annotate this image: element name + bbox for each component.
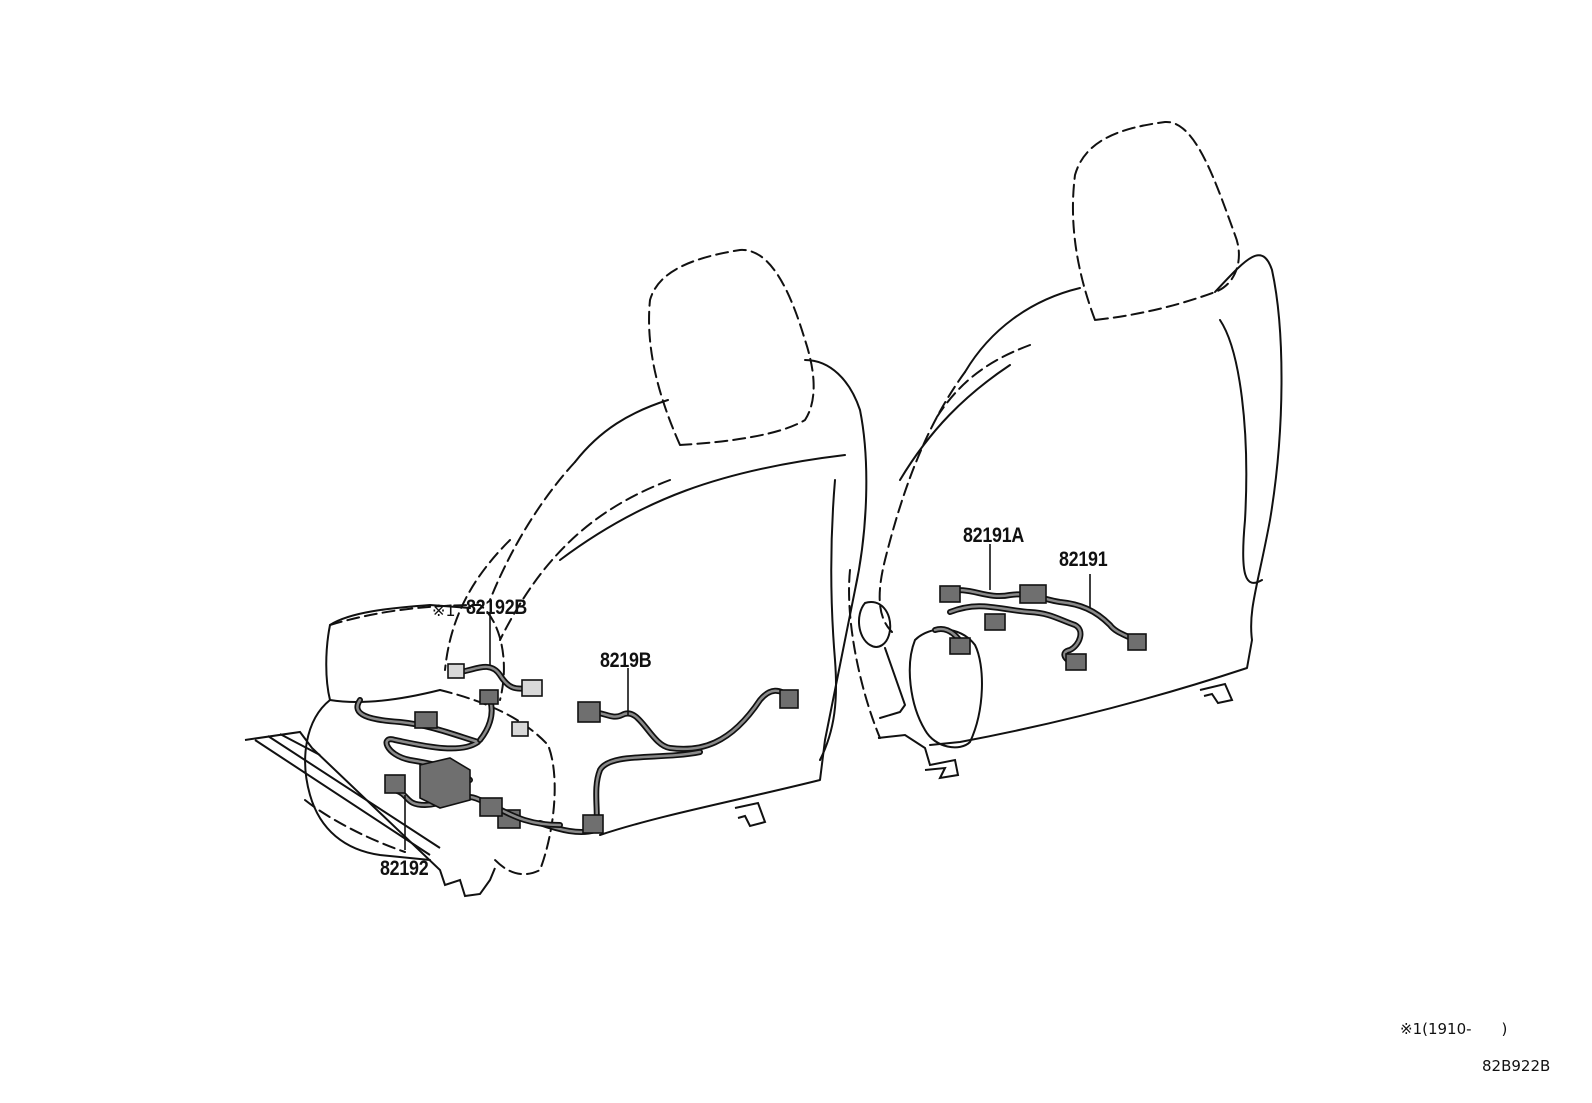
connector-82192-right [479, 797, 503, 817]
left-seat-rail-dash [304, 799, 406, 853]
left-seat-back-front [444, 461, 671, 671]
connector-82191-junction [1019, 584, 1047, 604]
connector-82192-left [384, 774, 406, 794]
left-seat-rail-front [244, 730, 496, 898]
right-seat-base-edge [848, 569, 881, 739]
right-seat-back-rear [878, 344, 1031, 633]
right-seat-back-inner [899, 319, 1263, 584]
label-8219B[interactable]: 8219B [600, 649, 652, 672]
harness-82192B [447, 663, 543, 743]
footnote: ※1(1910- ) [1400, 1020, 1508, 1038]
connector-82191-d [1065, 653, 1087, 671]
left-seat-back [574, 359, 868, 836]
connector-82192B-b [521, 679, 543, 697]
right-seat-back [929, 254, 1283, 746]
figure-code: 82B922B [1482, 1057, 1551, 1075]
left-seat-cushion-side [304, 699, 431, 861]
right-seat-foot [1199, 682, 1234, 705]
left-seat-back-inner [559, 454, 846, 761]
right-seat [848, 120, 1283, 780]
connector-8219B-right [779, 689, 799, 709]
label-82192B[interactable]: 82192B [466, 596, 528, 619]
control-module-82192 [419, 757, 471, 809]
right-seat-bolster [908, 628, 983, 749]
right-seat-headrest [1071, 120, 1240, 321]
harness-82191 [932, 584, 1147, 671]
right-seat-rail [877, 733, 960, 780]
connector-82192-top [414, 711, 438, 729]
left-seat-cushion-dash [329, 604, 556, 876]
connector-82191-c [949, 637, 971, 655]
connector-82191A-a [939, 585, 961, 603]
note-marker: ※1 [432, 601, 456, 620]
label-82192[interactable]: 82192 [380, 857, 429, 880]
left-seat [244, 248, 868, 898]
connector-82191-b [984, 613, 1006, 631]
harness-82192 [354, 697, 563, 828]
label-82191A[interactable]: 82191A [963, 524, 1025, 547]
left-seat-headrest [648, 248, 815, 446]
label-82191[interactable]: 82191 [1059, 548, 1108, 571]
connector-8219B-bottom [582, 814, 604, 834]
connector-82191-e [1127, 633, 1147, 651]
harness-8219B [497, 687, 799, 835]
connector-8219B-left [577, 701, 601, 723]
leader-lines [404, 544, 1091, 850]
left-seat-rail-inner [254, 733, 441, 856]
left-seat-foot [734, 801, 767, 828]
right-seat-lever [858, 600, 906, 719]
connector-82192B-c [479, 689, 499, 705]
connector-82192B-a [447, 663, 465, 679]
connector-82192B-d [511, 721, 529, 737]
